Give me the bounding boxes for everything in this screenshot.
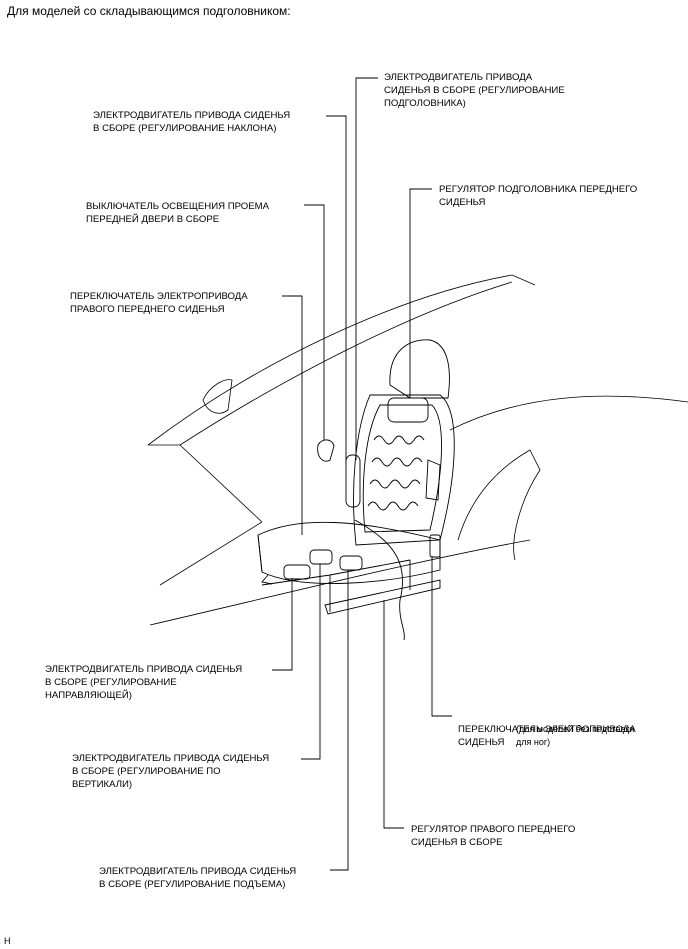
label-slide-motor: ЭЛЕКТРОДВИГАТЕЛЬ ПРИВОДА СИДЕНЬЯ В СБОРЕ…: [45, 664, 243, 701]
seat-switch-main-text: ПЕРЕКЛЮЧАТЕЛЬ ЭЛЕКТРОПРИВОДА СИДЕНЬЯ: [458, 724, 636, 748]
leader-headrest-regulator: [409, 188, 432, 398]
leader-door-switch: [304, 204, 325, 440]
page-title: Для моделей со складывающимся подголовни…: [7, 4, 291, 18]
leader-vertical-motor: [301, 564, 321, 760]
leader-right-seat-regulator: [383, 600, 404, 829]
label-headrest-motor: ЭЛЕКТРОДВИГАТЕЛЬ ПРИВОДА СИДЕНЬЯ В СБОРЕ…: [384, 72, 565, 109]
leader-seat-switch: [431, 556, 452, 717]
leader-lines: [272, 77, 452, 871]
label-seat-switch: ПЕРЕКЛЮЧАТЕЛЬ ЭЛЕКТРОПРИВОДА СИДЕНЬЯ (дл…: [458, 710, 636, 762]
label-lifter-motor: ЭЛЕКТРОДВИГАТЕЛЬ ПРИВОДА СИДЕНЬЯ В СБОРЕ…: [99, 866, 297, 890]
label-headrest-regulator: РЕГУЛЯТОР ПОДГОЛОВНИКА ПЕРЕДНЕГО СИДЕНЬЯ: [439, 184, 638, 208]
label-vertical-motor: ЭЛЕКТРОДВИГАТЕЛЬ ПРИВОДА СИДЕНЬЯ В СБОРЕ…: [72, 753, 270, 790]
label-door-courtesy-switch: ВЫКЛЮЧАТЕЛЬ ОСВЕЩЕНИЯ ПРОЕМА ПЕРЕДНЕЙ ДВ…: [86, 201, 270, 225]
leader-slide-motor: [272, 578, 293, 671]
label-right-seat-regulator: РЕГУЛЯТОР ПРАВОГО ПЕРЕДНЕГО СИДЕНЬЯ В СБ…: [411, 824, 576, 848]
leader-recline-motor: [326, 115, 347, 462]
figure-code: H: [4, 936, 11, 946]
leader-lifter-motor: [330, 570, 349, 871]
seat-switch-note-text: (для моделей без подставки для ног): [516, 724, 635, 747]
seat-drawing: [257, 339, 455, 641]
label-right-seat-switch: ПЕРЕКЛЮЧАТЕЛЬ ЭЛЕКТРОПРИВОДА ПРАВОГО ПЕР…: [70, 291, 248, 315]
leader-right-seat-switch: [282, 295, 303, 535]
vehicle-outline: [147, 274, 688, 626]
label-recline-motor: ЭЛЕКТРОДВИГАТЕЛЬ ПРИВОДА СИДЕНЬЯ В СБОРЕ…: [93, 110, 291, 134]
leader-headrest-motor: [355, 77, 378, 460]
